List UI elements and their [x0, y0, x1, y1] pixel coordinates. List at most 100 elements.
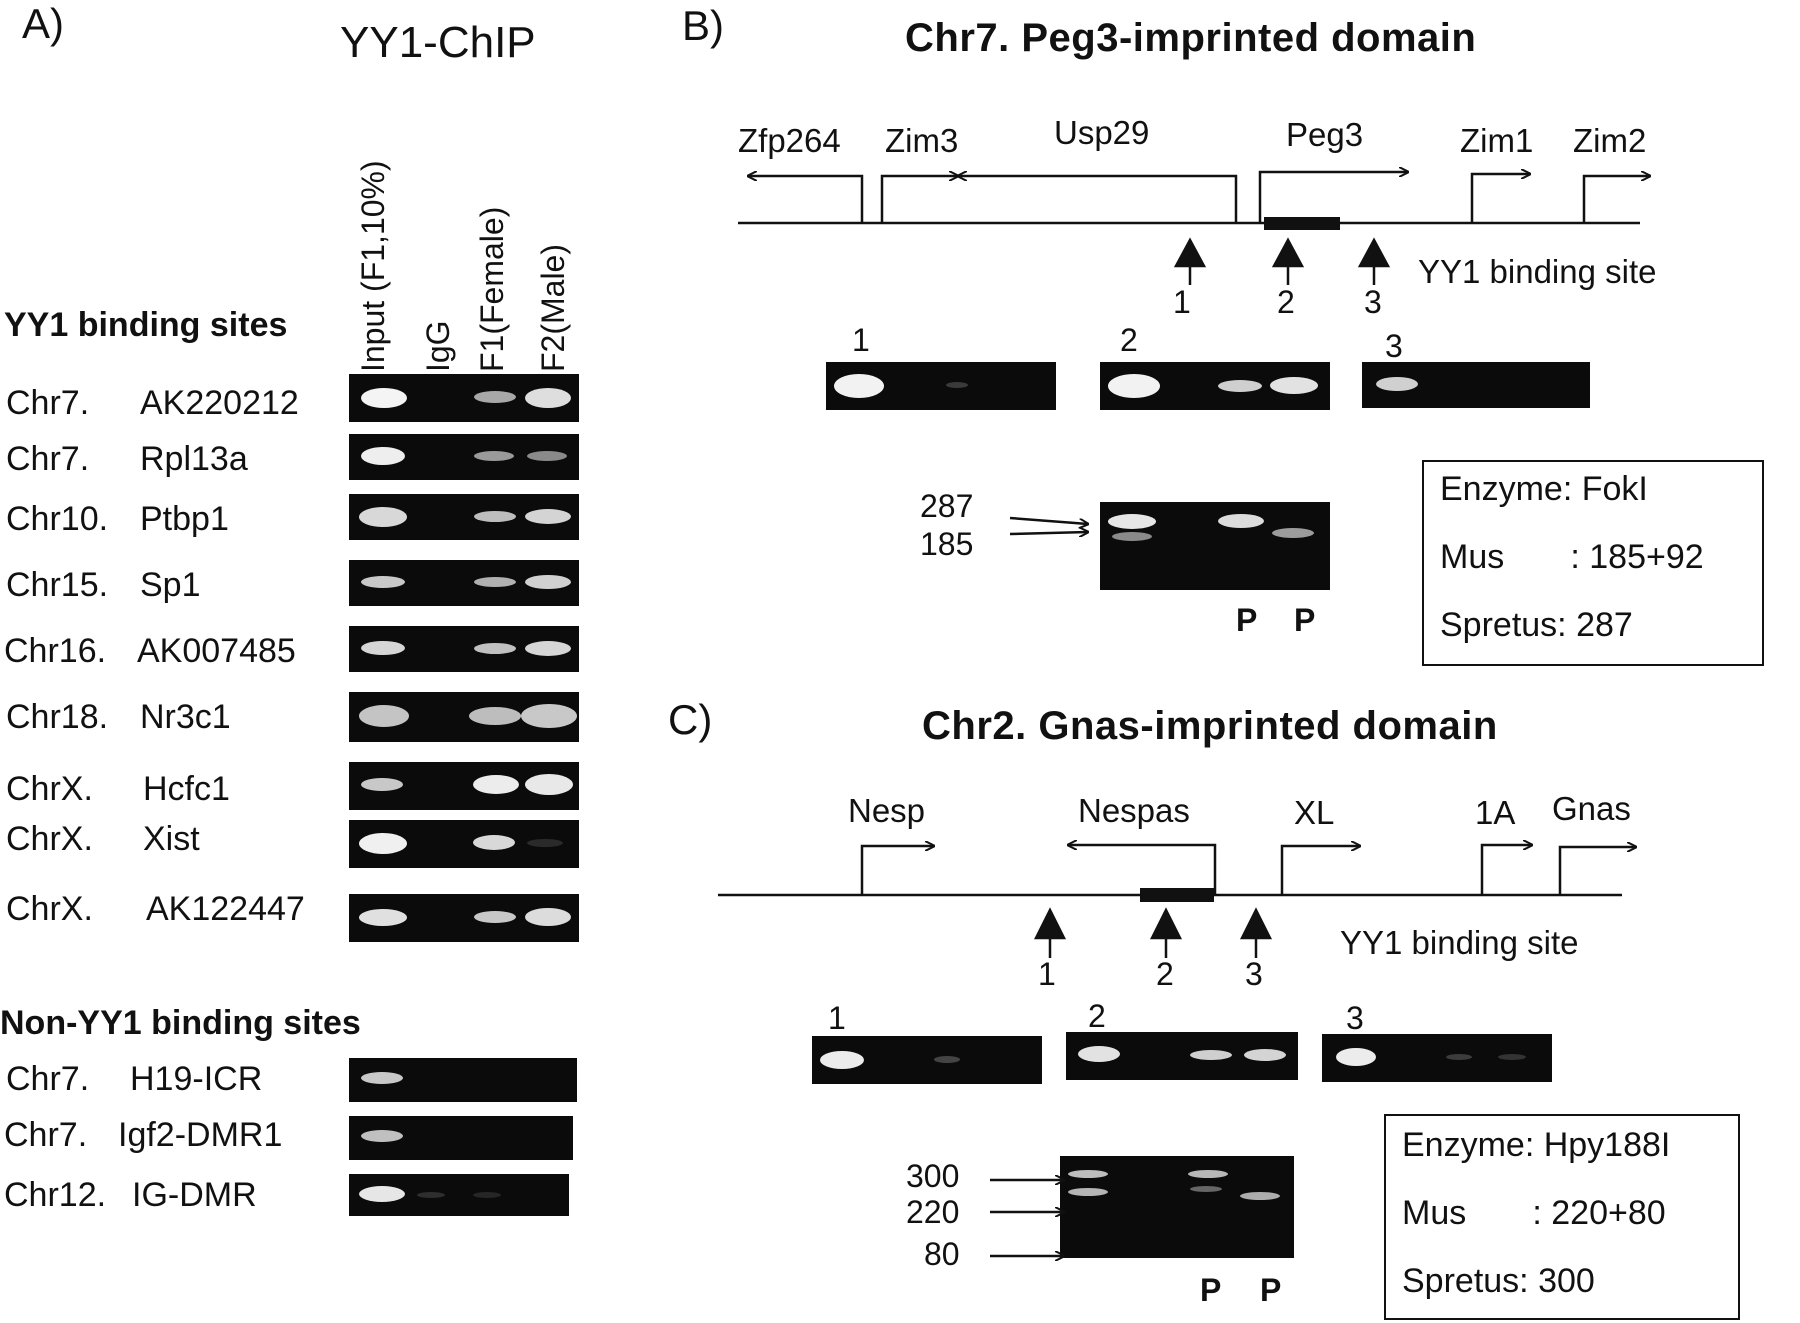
band — [473, 775, 519, 794]
zim1-arrow — [1470, 174, 1530, 223]
gel-number: 1 — [852, 322, 870, 358]
gel-strip — [1100, 362, 1330, 410]
gel-number: 3 — [1346, 1000, 1364, 1036]
band — [474, 511, 516, 522]
gene-label-xl: XL — [1294, 794, 1335, 831]
paternal-mark: P — [1294, 602, 1316, 638]
gene-label-peg3: Peg3 — [1286, 116, 1364, 153]
enzyme-line: Enzyme: FokI — [1440, 470, 1648, 508]
band — [1376, 377, 1418, 391]
size-arrow — [1009, 532, 1088, 534]
row-gene: Rpl13a — [140, 440, 248, 478]
gene-label-usp29: Usp29 — [1054, 114, 1150, 151]
panel-b-title: Chr7. Peg3-imprinted domain — [905, 16, 1477, 60]
band — [1244, 1049, 1286, 1061]
non-yy1-heading: Non-YY1 binding sites — [0, 1004, 361, 1042]
band — [1188, 1170, 1228, 1178]
panel-c-label: C) — [668, 696, 713, 743]
band — [474, 577, 516, 587]
nespas-arrow — [1068, 845, 1217, 895]
nesp-arrow — [860, 846, 934, 895]
zfp264-arrow — [748, 176, 864, 223]
gene-label-zim1: Zim1 — [1460, 122, 1534, 159]
row-gene: Xist — [143, 820, 200, 858]
enzyme-box: Enzyme: Hpy188I Mus : 220+80 Spretus: 30… — [1384, 1114, 1740, 1320]
band — [1108, 374, 1160, 398]
band — [1190, 1186, 1222, 1192]
band — [1190, 1050, 1232, 1060]
band — [525, 641, 571, 656]
band — [1498, 1054, 1526, 1060]
gene-label-gnas: Gnas — [1552, 790, 1631, 827]
size-label-287: 287 — [920, 488, 974, 524]
gel-strip — [1066, 1032, 1298, 1080]
panel-a-label: A) — [22, 0, 64, 47]
row-gene: IG-DMR — [132, 1176, 257, 1214]
gel-number: 2 — [1088, 998, 1106, 1034]
band — [525, 774, 573, 795]
band — [946, 382, 968, 388]
zim3-arrow — [880, 176, 958, 223]
spretus-line: Spretus: 287 — [1440, 606, 1633, 644]
band — [359, 909, 407, 926]
row-chr: Chr7. — [6, 1060, 90, 1098]
row-gene: Igf2-DMR1 — [118, 1116, 283, 1154]
size-label-220: 220 — [906, 1194, 960, 1230]
row-gene: AK007485 — [137, 632, 296, 670]
yy1-binding-site-label: YY1 binding site — [1418, 253, 1657, 290]
gel-strip — [1322, 1034, 1552, 1082]
band — [474, 391, 516, 403]
yy1-sites-heading: YY1 binding sites — [4, 306, 288, 344]
gel-strip — [349, 494, 579, 540]
band — [359, 507, 407, 527]
peg3-arrow — [1258, 172, 1408, 223]
site-number: 3 — [1245, 956, 1263, 992]
band — [473, 835, 515, 850]
paternal-mark: P — [1200, 1272, 1222, 1308]
band — [527, 839, 563, 847]
gel-strip — [349, 820, 579, 868]
band — [521, 704, 577, 728]
band — [1068, 1188, 1108, 1196]
mus-line: Mus : 220+80 — [1402, 1194, 1666, 1232]
gene-label-nespas: Nespas — [1078, 792, 1190, 829]
row-chr: ChrX. — [6, 770, 93, 808]
band — [361, 1130, 403, 1142]
row-gene: Nr3c1 — [140, 698, 231, 736]
gel-strip — [349, 374, 579, 422]
site-arrowhead — [1149, 907, 1183, 940]
band — [473, 1192, 501, 1198]
panel-c-title: Chr2. Gnas-imprinted domain — [922, 704, 1498, 748]
band — [474, 451, 514, 461]
gene-label-nesp: Nesp — [848, 792, 926, 829]
enzyme-box: Enzyme: FokI Mus : 185+92 Spretus: 287 — [1422, 460, 1764, 666]
site-number: 2 — [1277, 284, 1295, 320]
rflp-gel — [1100, 502, 1330, 590]
band — [1078, 1046, 1120, 1062]
site-number: 1 — [1038, 956, 1056, 992]
site-arrowhead — [1271, 237, 1305, 268]
paternal-mark: P — [1236, 602, 1258, 638]
gel-number: 2 — [1120, 322, 1138, 358]
dmr-block — [1140, 888, 1214, 902]
dmr-block — [1264, 217, 1340, 230]
site-number: 3 — [1364, 284, 1382, 320]
band — [934, 1056, 960, 1063]
usp29-arrow — [958, 176, 1238, 223]
band — [1336, 1048, 1376, 1066]
band — [361, 641, 405, 655]
gel-strip — [349, 894, 579, 942]
gel-strip — [349, 1058, 577, 1102]
band — [1108, 514, 1156, 529]
band — [359, 833, 407, 854]
site-arrowhead — [1357, 237, 1391, 268]
gene-label-zim3: Zim3 — [885, 122, 959, 159]
band — [361, 447, 405, 465]
gel-strip — [349, 1174, 569, 1216]
row-chr: Chr7. — [6, 384, 90, 422]
panel-a-title: YY1-ChIP — [340, 18, 536, 67]
gel-strip — [349, 434, 579, 480]
gene-label-1a: 1A — [1475, 794, 1516, 831]
row-chr: Chr12. — [4, 1176, 107, 1214]
